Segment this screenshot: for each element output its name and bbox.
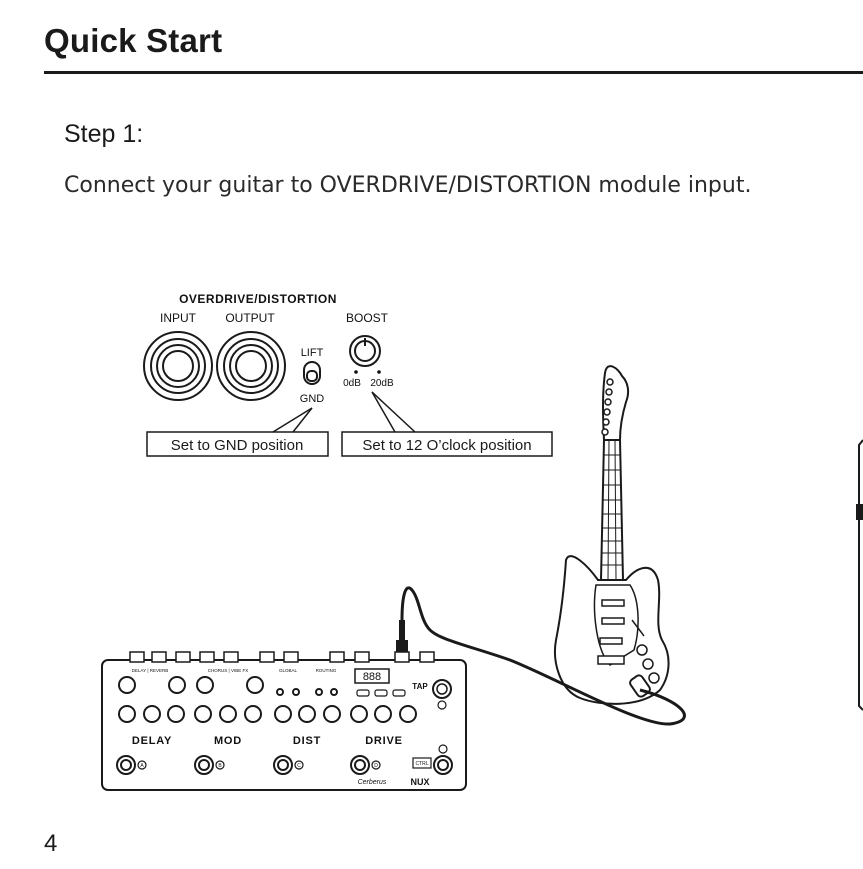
boost-callout-text: Set to 12 O’clock position — [362, 437, 531, 454]
gnd-label: GND — [300, 393, 325, 405]
pedal-display: 888 — [363, 671, 381, 683]
module-panel-closeup: OVERDRIVE/DISTORTION INPUT OUTPUT BOOST … — [143, 292, 394, 405]
pedal-top-label-2: CHORUS | VIBE FX — [208, 668, 248, 673]
pedal-brand: Cerberus — [358, 779, 387, 786]
pedal-logo: NUX — [410, 777, 429, 787]
footswitch-b-label: B — [218, 763, 222, 769]
page-number: 4 — [44, 830, 58, 857]
ground-lift-switch-icon — [303, 361, 321, 385]
output-label: OUTPUT — [225, 311, 275, 325]
module-title: OVERDRIVE/DISTORTION — [179, 292, 337, 306]
boost-label: BOOST — [346, 311, 389, 325]
title-rule — [44, 71, 863, 74]
boost-20db-label: 20dB — [370, 378, 394, 389]
pedal-section-drive: DRIVE — [365, 735, 403, 747]
footswitch-c-label: C — [297, 763, 301, 769]
guitar-cable — [400, 586, 686, 726]
boost-0db-label: 0dB — [343, 378, 361, 389]
pedal-section-dist: DIST — [293, 735, 321, 747]
gnd-callout-text: Set to GND position — [171, 437, 304, 454]
lift-label: LIFT — [301, 347, 324, 359]
input-label: INPUT — [160, 311, 197, 325]
pedal-top-label-4: ROUTING — [316, 668, 337, 673]
step-heading: Step 1: — [64, 120, 144, 148]
pedal-section-delay: DELAY — [132, 735, 172, 747]
pedal-unit: DELAY | REVERB CHORUS | VIBE FX GLOBAL R… — [101, 651, 467, 791]
pedal-section-mod: MOD — [214, 735, 242, 747]
pedal-top-label-3: GLOBAL — [279, 668, 298, 673]
input-jack-icon — [143, 331, 213, 401]
footswitch-d-label: D — [374, 763, 378, 769]
guitar-icon — [554, 365, 670, 705]
output-jack-icon — [216, 331, 286, 401]
tap-label: TAP — [412, 682, 428, 691]
page-title: Quick Start — [44, 22, 223, 59]
pedal-top-label-1: DELAY | REVERB — [132, 668, 169, 673]
amp-edge-icon — [856, 439, 863, 711]
footswitch-a-label: A — [140, 763, 144, 769]
boost-knob-icon — [349, 335, 381, 367]
ctrl-label: CTRL — [415, 761, 428, 767]
boost-callout: Set to 12 O’clock position — [341, 391, 553, 457]
step-instruction: Connect your guitar to OVERDRIVE/DISTORT… — [64, 173, 752, 198]
gnd-callout: Set to GND position — [146, 407, 329, 457]
